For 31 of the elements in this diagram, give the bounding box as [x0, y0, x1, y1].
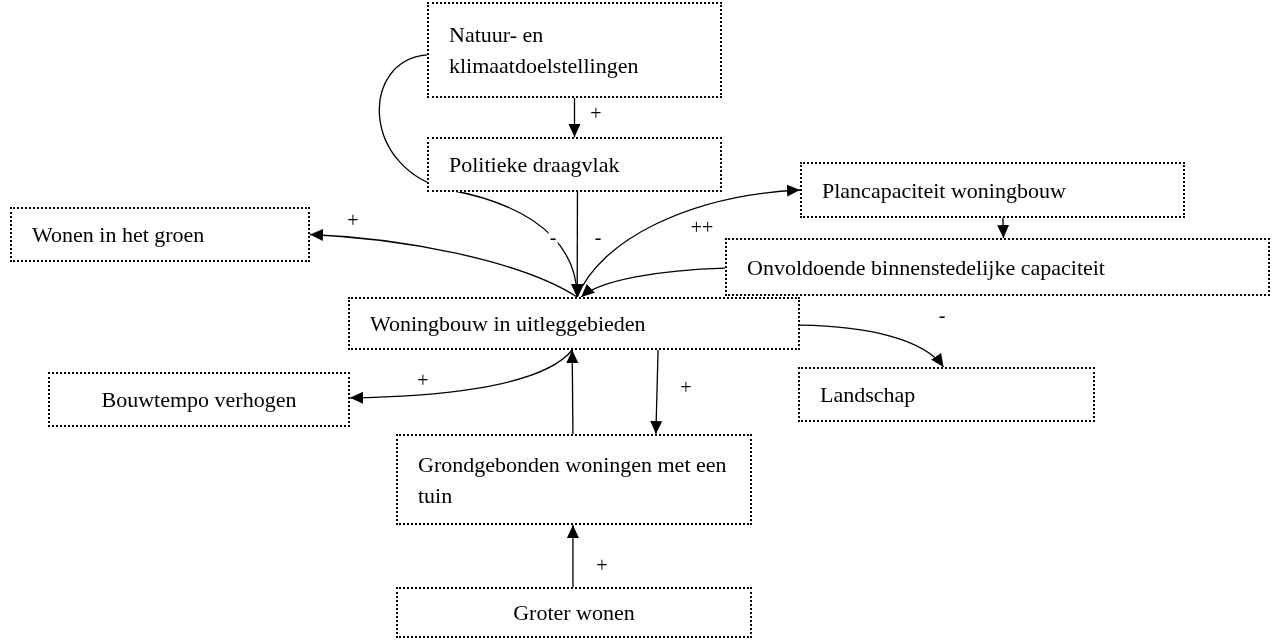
- arrow: [580, 267, 726, 298]
- arrow: [568, 97, 581, 138]
- concept-box: [427, 2, 722, 98]
- box-label: Onvoldoende binnenstedelijke capaciteit: [747, 253, 1105, 282]
- concept-box: [48, 372, 350, 427]
- arrow: [566, 349, 579, 435]
- concept-box: [348, 297, 800, 350]
- concept-box: [427, 137, 722, 192]
- arrow: [576, 185, 801, 298]
- box-label: Bouwtempo verhogen: [101, 386, 297, 414]
- concept-box: [396, 587, 752, 638]
- box-label: Landschap: [820, 381, 916, 409]
- arrow: [349, 349, 573, 404]
- arrow: [309, 229, 578, 298]
- box-label: Politieke draagvlak: [449, 151, 620, 179]
- box-label: Woningbouw in uitleggebieden: [370, 310, 646, 338]
- box-label: Groter wonen: [513, 599, 635, 627]
- concept-box: [725, 238, 1270, 296]
- concept-box: [396, 434, 752, 525]
- box-label: Plancapaciteit woningbouw: [822, 176, 1066, 205]
- arrow: [566, 524, 579, 588]
- arrow: [799, 324, 945, 368]
- arrow: [650, 349, 663, 435]
- arrow: [571, 191, 584, 298]
- arrow: [997, 217, 1010, 239]
- box-label: Grondgebonden woningen met een tuin: [418, 450, 728, 510]
- box-label: Wonen in het groen: [32, 221, 205, 249]
- concept-box: [10, 207, 310, 262]
- box-label: Natuur- en klimaatdoelstellingen: [449, 21, 640, 80]
- concept-box: [800, 162, 1185, 218]
- concept-box: [798, 367, 1095, 422]
